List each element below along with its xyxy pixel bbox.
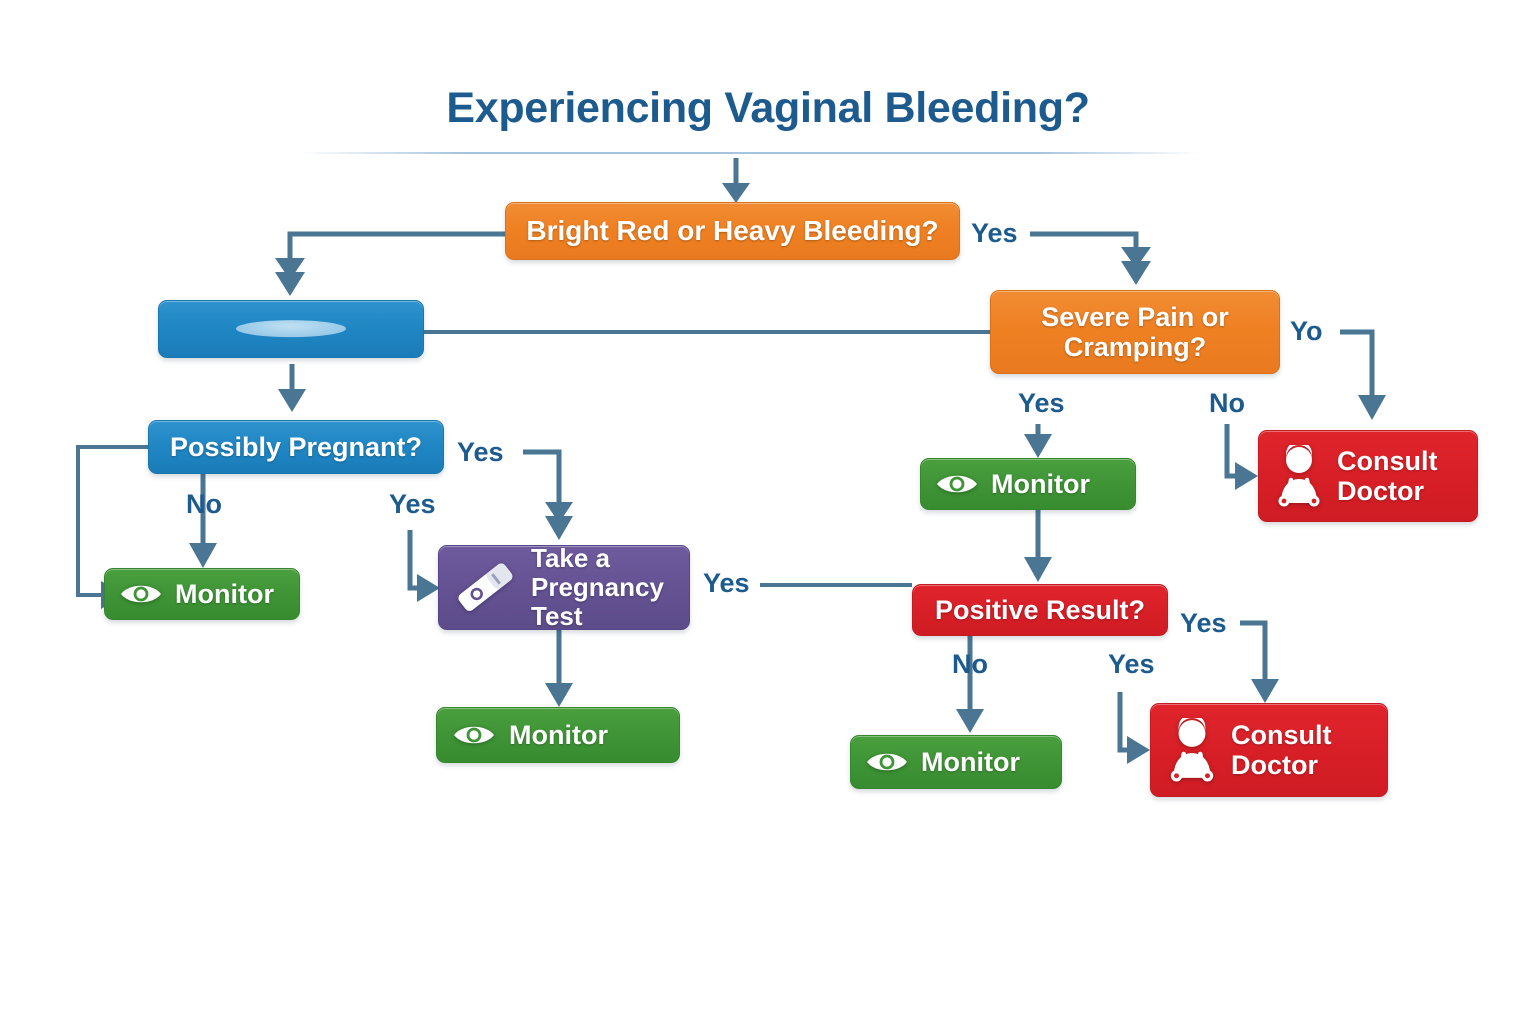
arrowhead-possibly-yes-1 [545,502,573,523]
node-label: Positive Result? [934,594,1146,625]
node-label-line2: Doctor [1337,476,1424,506]
node-label-line1: Severe Pain or [1041,301,1229,332]
edge-label-possibly-yes-down: Yes [389,489,436,519]
node-label: Bright Red or Heavy Bleeding? [526,215,939,247]
edge-possibly-down-yes-to-test [407,530,420,591]
arrowhead-severe-no [1235,462,1258,490]
node-label-line2: Doctor [1231,750,1318,780]
node-monitor-pain[interactable]: Monitor [920,458,1136,510]
arrowhead-bright-to-severe-2 [1121,261,1151,285]
page-title: Experiencing Vaginal Bleeding? [446,84,1090,132]
arrowhead-monitor-pain-to-positive [1024,557,1052,582]
eye-icon [935,470,979,498]
arrowhead-test-to-monitor [545,683,573,707]
node-positive-result[interactable]: Positive Result? [912,584,1168,636]
node-label: Monitor [175,578,274,609]
edge-positive-down-yes-to-consult [1117,692,1130,753]
edge-label-positive-yes-down: Yes [1108,649,1155,679]
node-blank-blue[interactable] [158,300,424,358]
edge-label-positive-yes-right: Yes [1180,608,1227,638]
edge-positive-right-yes-to-consult [1240,620,1268,682]
eye-icon [451,721,497,749]
edge-severe-no-to-consult [1224,424,1238,479]
arrowhead-positive-right-yes [1251,679,1279,703]
node-monitor-pregnancy[interactable]: Monitor [436,707,680,763]
node-label: Take a Pregnancy Test [531,545,689,630]
node-take-pregnancy-test[interactable]: Take a Pregnancy Test [438,545,690,630]
lens-icon [236,320,346,338]
arrowhead-positive-no [956,709,984,733]
edge-possibly-wrap-to-monitor-left [76,445,148,597]
arrowhead-severe-yes [1024,434,1052,458]
eye-icon [119,580,163,608]
arrowhead-bright-to-blue-1 [275,258,305,280]
node-label-line2: Cramping? [1063,332,1207,362]
pregnancy-test-icon [453,557,519,619]
edge-bright-to-blue [287,231,505,262]
node-consult-doctor-bottom[interactable]: Consult Doctor [1150,703,1388,797]
node-label: Monitor [509,719,608,750]
arrowhead-down-yes-to-test [417,574,440,602]
arrowhead-possibly-yes-2 [545,516,573,540]
edge-possibly-yes-to-test [523,449,562,505]
node-label: Consult Doctor [1337,446,1438,506]
doctor-icon [1273,445,1325,507]
edge-label-possibly-yes-right: Yes [457,437,504,467]
edge-label-severe-yo: Yo [1290,316,1323,346]
edge-severe-yo-to-consult [1340,329,1375,398]
node-monitor-left[interactable]: Monitor [104,568,300,620]
node-possibly-pregnant[interactable]: Possibly Pregnant? [148,420,444,474]
node-severe-pain-cramping[interactable]: Severe Pain or Cramping? [990,290,1280,374]
node-label-line1: Take a [531,545,611,573]
arrowhead-possibly-no [189,543,217,568]
node-bright-red-heavy-bleeding[interactable]: Bright Red or Heavy Bleeding? [505,202,960,260]
edge-label-test-positive-yes: Yes [703,568,750,598]
node-label-line2: Pregnancy Test [531,571,664,630]
edge-label-possibly-no: No [186,489,222,519]
node-label: Monitor [991,468,1090,499]
arrowhead-bright-to-blue-2 [275,272,305,296]
node-label-line1: Consult [1337,445,1438,476]
arrowhead-severe-yo [1358,395,1386,420]
title-divider [300,152,1200,154]
node-consult-doctor-top[interactable]: Consult Doctor [1258,430,1478,522]
eye-icon [865,748,909,776]
node-label: Monitor [921,746,1020,777]
edge-label-bright-yes: Yes [971,218,1018,248]
edge-bright-to-severe [1030,231,1139,250]
arrowhead-title-to-bright [722,183,750,203]
edge-label-severe-no: No [1209,388,1245,418]
doctor-icon [1165,718,1219,782]
arrowhead-bright-to-severe-1 [1121,247,1151,268]
edge-label-positive-no: No [952,649,988,679]
arrowhead-blue-to-possibly [278,389,306,412]
node-label: Possibly Pregnant? [169,431,423,462]
arrowhead-positive-down-yes [1127,736,1150,764]
node-label-line1: Consult [1231,719,1332,750]
edge-label-severe-yes: Yes [1018,388,1065,418]
node-monitor-negative[interactable]: Monitor [850,735,1062,789]
node-label: Consult Doctor [1231,720,1332,780]
